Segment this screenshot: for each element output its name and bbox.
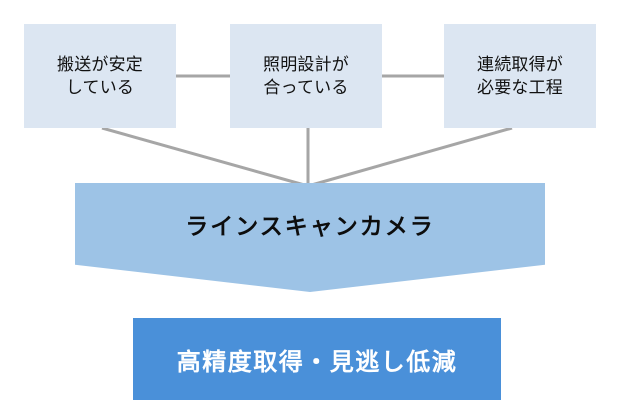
condition-box-transport-stable[interactable]: 搬送が安定 している	[24, 24, 176, 128]
condition-box-continuous-capture-process[interactable]: 連続取得が 必要な工程	[444, 24, 596, 128]
condition-box-text: 搬送が安定 している	[57, 53, 143, 100]
condition-line-2: 必要な工程	[477, 78, 563, 97]
condition-line-1: 照明設計が	[263, 54, 349, 74]
condition-line-1: 連続取得が	[477, 54, 563, 74]
condition-box-lighting-design-matched[interactable]: 照明設計が 合っている	[230, 24, 382, 128]
condition-line-2: している	[65, 78, 135, 97]
condition-line-1: 搬送が安定	[57, 54, 143, 74]
condition-box-text: 連続取得が 必要な工程	[477, 53, 563, 100]
condition-line-2: 合っている	[263, 78, 349, 97]
condition-box-text: 照明設計が 合っている	[263, 53, 349, 100]
connector-box0-funnel	[101, 126, 309, 188]
connector-box2-funnel	[307, 126, 513, 188]
result-label: 高精度取得・見逃し低減	[176, 348, 458, 376]
result-box-high-precision-outcome[interactable]: 高精度取得・見逃し低減	[133, 318, 501, 400]
